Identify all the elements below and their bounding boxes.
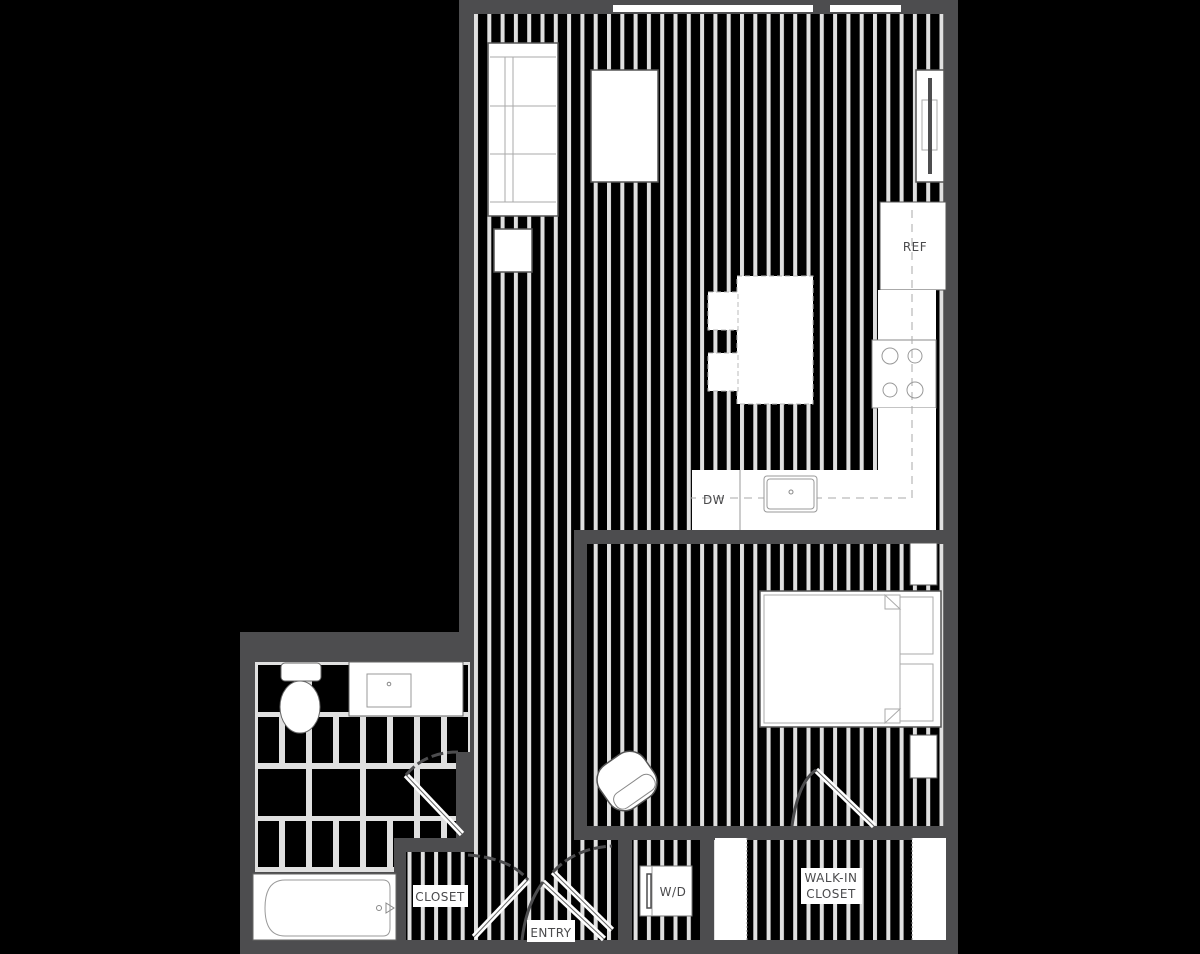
- svg-text:ENTRY: ENTRY: [530, 926, 571, 940]
- label-entry: ENTRY: [527, 920, 575, 942]
- closet-door: [467, 853, 531, 940]
- nightstand-bottom: [909, 734, 938, 779]
- nightstand-top: [909, 542, 938, 586]
- armchair: [596, 750, 658, 812]
- range-burners: [881, 347, 924, 399]
- windows: [613, 5, 901, 12]
- washer-dryer: [639, 865, 693, 917]
- toilet: [279, 662, 322, 734]
- svg-text:CLOSET: CLOSET: [415, 890, 465, 904]
- bathroom-door: [403, 750, 465, 837]
- living-kitchen-floor: [474, 14, 944, 940]
- bed: [759, 590, 942, 728]
- svg-text:CLOSET: CLOSET: [806, 887, 856, 901]
- svg-text:WALK-IN: WALK-IN: [804, 871, 857, 885]
- coffee-table: [590, 69, 659, 183]
- walk-in-shelving: [715, 838, 946, 940]
- entry-door: [520, 844, 615, 942]
- label-walk-in-closet: WALK-IN CLOSET: [801, 868, 862, 904]
- bathroom-vanity: [348, 661, 464, 717]
- sofa: [487, 42, 559, 217]
- label-closet: CLOSET: [413, 885, 468, 907]
- interior-walls: [240, 530, 958, 954]
- bathtub: [252, 873, 397, 941]
- label-wd: W/D: [660, 885, 687, 899]
- kitchen-sink: [763, 475, 818, 513]
- tv-console: [915, 69, 945, 183]
- bedroom-door: [790, 767, 877, 829]
- label-ref: REF: [903, 240, 927, 254]
- side-table: [493, 228, 533, 273]
- kitchen-island: [707, 275, 814, 405]
- label-dw: DW: [703, 493, 725, 507]
